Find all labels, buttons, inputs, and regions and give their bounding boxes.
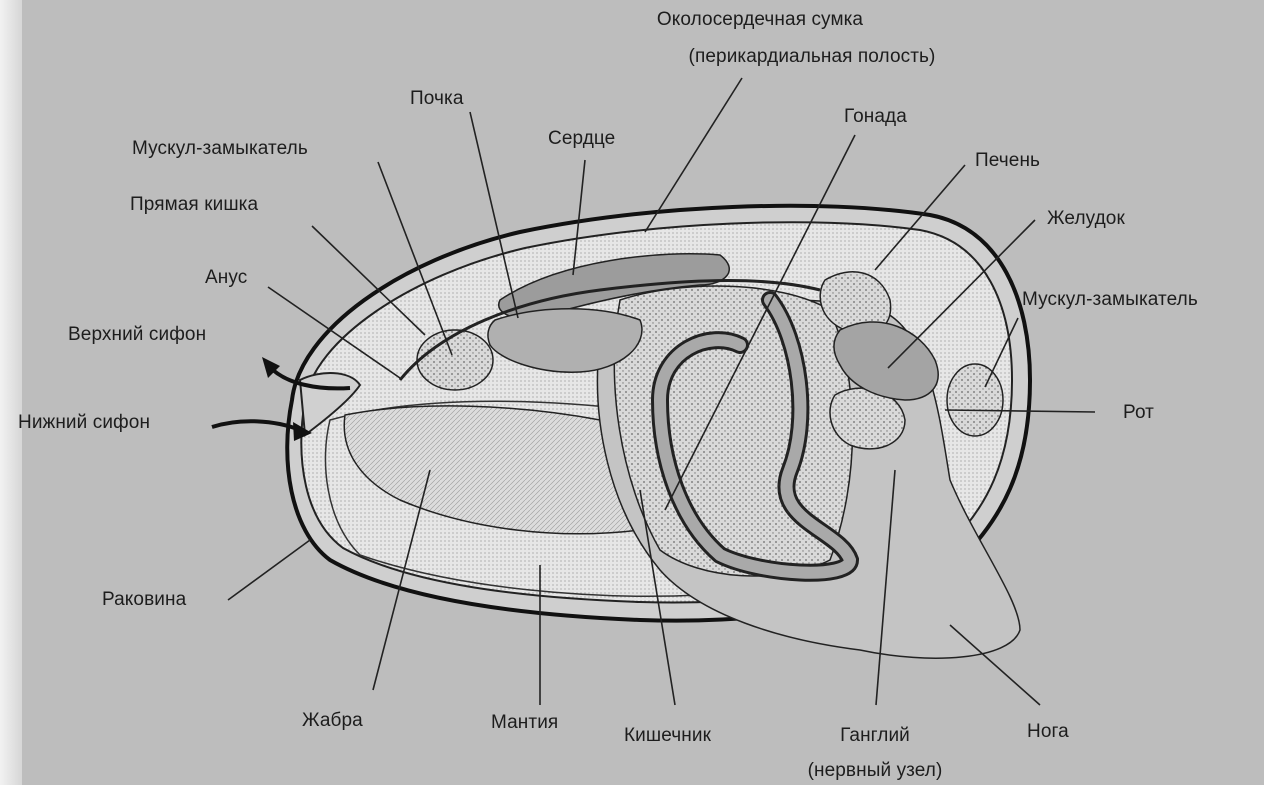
label-foot: Нога	[1027, 721, 1069, 743]
label-posterior-adductor: Мускул-замыкатель	[132, 138, 308, 160]
label-mantle: Мантия	[491, 712, 558, 734]
label-ganglion-line2: (нервный узел)	[770, 760, 980, 782]
posterior-adductor-muscle	[417, 330, 493, 390]
label-gonad: Гонада	[844, 106, 907, 128]
label-pericardial-line2: (перикардиальная полость)	[652, 46, 972, 68]
label-kidney: Почка	[410, 88, 464, 110]
label-stomach: Желудок	[1047, 208, 1125, 230]
label-ganglion-line1: Ганглий	[820, 725, 930, 747]
label-pericardial-line1: Околосердечная сумка	[640, 9, 880, 31]
label-upper-siphon: Верхний сифон	[68, 324, 206, 346]
label-anterior-adductor: Мускул-замыкатель	[1022, 289, 1198, 311]
label-intestine: Кишечник	[624, 725, 711, 747]
label-rectum: Прямая кишка	[130, 194, 258, 216]
label-heart: Сердце	[548, 128, 615, 150]
label-liver: Печень	[975, 150, 1040, 172]
label-lower-siphon: Нижний сифон	[18, 412, 150, 434]
label-anus: Анус	[205, 267, 247, 289]
label-shell: Раковина	[102, 589, 186, 611]
label-gill: Жабра	[302, 710, 363, 732]
anterior-adductor-muscle	[947, 364, 1003, 436]
label-mouth: Рот	[1123, 402, 1154, 424]
